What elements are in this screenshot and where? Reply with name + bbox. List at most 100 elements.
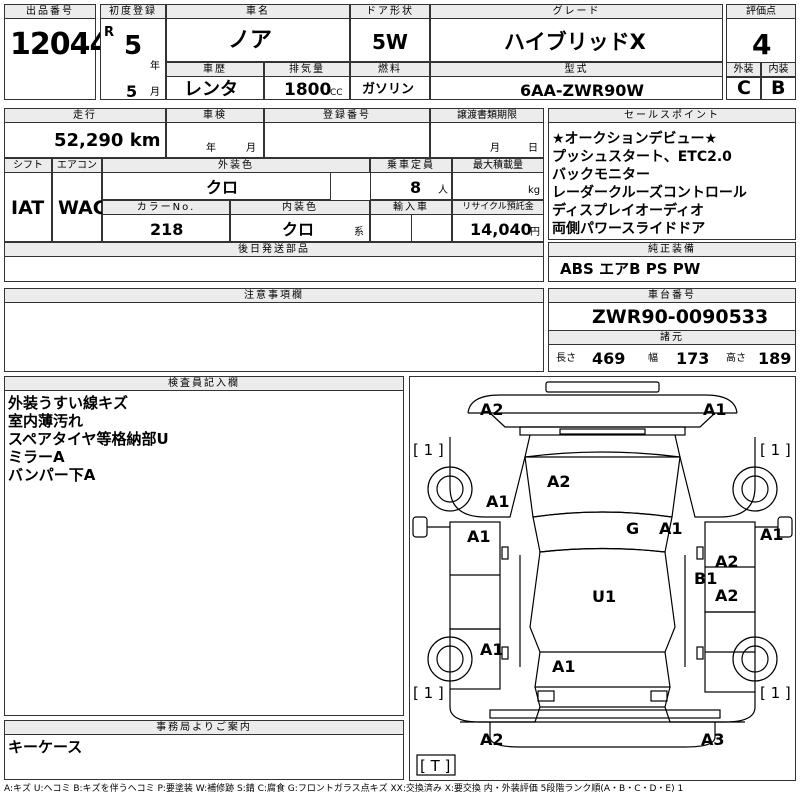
inspector-line-3: スペアタイヤ等格納部U: [8, 430, 169, 448]
aircon-value: WAC: [58, 197, 107, 219]
load-unit: kg: [528, 185, 541, 196]
damage-bracket-tr: [ 1 ]: [760, 441, 791, 459]
first-reg-month-unit: 月: [150, 87, 160, 98]
score-value: 4: [752, 28, 772, 61]
shift-label: シフト: [4, 158, 52, 173]
car-name-label: 車名: [166, 4, 350, 19]
transfer-month-unit: 月: [490, 143, 500, 154]
damage-left-front-door: A1: [467, 527, 491, 546]
transfer-label: 譲渡書類期限: [430, 108, 544, 123]
sales-point-2: プッシュスタート、ETC2.0: [552, 149, 732, 165]
lot-label: 出品番号: [4, 4, 96, 19]
shift-value: IAT: [11, 197, 45, 219]
transfer-day-unit: 日: [528, 143, 538, 154]
damage-rear-left: A2: [480, 730, 504, 749]
score-interior: B: [771, 77, 786, 99]
load-label: 最大積載量: [452, 158, 544, 173]
displacement-label: 排気量: [264, 62, 350, 77]
dimensions-height-label: 高さ: [726, 353, 746, 364]
rear-bumper-shape: [489, 709, 721, 719]
fuel-value: ガソリン: [362, 82, 415, 97]
score-label: 評価点: [726, 4, 796, 19]
sales-points-box: [548, 108, 796, 240]
score-interior-cell: [761, 77, 796, 100]
first-reg-month: 5: [126, 82, 138, 101]
lot-box: [4, 4, 96, 100]
recycle-value: 14,040: [470, 220, 532, 239]
first-reg-label: 初度登録: [100, 4, 166, 19]
mileage-value: 52,290 km: [54, 130, 161, 151]
inspector-line-2: 室内薄汚れ: [8, 412, 84, 430]
damage-rear-glass: A1: [552, 657, 576, 676]
mileage-label: 走行: [4, 108, 166, 123]
damage-diagram: A2 A1 [ 1 ] [ 1 ] A2 A1 G A1 A1 A1 A2 B1…: [409, 376, 796, 781]
ext-color-value: クロ: [206, 178, 239, 197]
dimensions-label: 諸元: [548, 330, 796, 345]
rear-glass-shape: [534, 651, 671, 688]
dimensions-height: 189: [758, 349, 792, 368]
aircon-label: エアコン: [52, 158, 102, 173]
damage-left-fender: A1: [486, 492, 510, 511]
registration-label: 登録番号: [264, 108, 430, 123]
first-reg-year: 5: [124, 31, 143, 61]
dimensions-length-label: 長さ: [556, 353, 576, 364]
inspection-year-unit: 年: [206, 143, 216, 154]
recycle-label: リサイクル預託金: [452, 200, 544, 215]
trunk-box-shape: [416, 754, 456, 776]
damage-front-left: A2: [480, 400, 504, 419]
inspection-month-unit: 月: [246, 143, 256, 154]
door-label: ドア形状: [350, 4, 430, 19]
inspector-line-1: 外装うすい線キズ: [8, 394, 129, 412]
damage-hood: A2: [547, 472, 571, 491]
left-rear-shape: [449, 628, 501, 690]
inspector-line-5: バンパー下A: [8, 466, 96, 484]
capacity-value: 8: [410, 178, 422, 197]
model-value: 6AA-ZWR90W: [520, 81, 645, 100]
color-no-value: 218: [150, 220, 184, 239]
displacement-unit: CC: [330, 88, 343, 98]
inspector-label: 検査員記入欄: [4, 376, 404, 391]
fuel-label: 燃料: [350, 62, 430, 77]
damage-bracket-tl: [ 1 ]: [413, 441, 444, 459]
score-exterior-cell: [726, 77, 761, 100]
first-reg-era: R: [104, 25, 115, 40]
capacity-unit: 人: [438, 185, 448, 196]
roof-shape: [529, 547, 676, 653]
recycle-unit: 円: [530, 227, 540, 238]
first-reg-box: [100, 4, 166, 100]
legend-text: A:キズ U:ヘコミ B:キズを伴うヘコミ P:要塗装 W:補修跡 S:錆 C:…: [4, 784, 684, 794]
dimensions-length: 469: [592, 349, 626, 368]
wheel-shapes: [427, 466, 778, 682]
grade-label: グレード: [430, 4, 723, 19]
damage-right-mirror-edge: A1: [760, 525, 784, 544]
sales-point-4: レーダークルーズコントロール: [552, 185, 747, 201]
damage-trunk: [ T ]: [420, 757, 450, 775]
inspector-box: [4, 376, 404, 716]
ext-color-divider: [330, 173, 370, 200]
sales-point-1: ★オークションデビュー★: [552, 131, 718, 147]
sales-point-3: バックモニター: [552, 167, 650, 183]
damage-windshield: G: [626, 519, 639, 538]
first-reg-year-unit: 年: [150, 61, 160, 72]
lot-number: 12044: [10, 27, 110, 62]
import-divider: [411, 215, 412, 242]
damage-rear-right: A3: [701, 730, 725, 749]
color-no-label: カラーNo.: [102, 200, 230, 215]
standard-equipment-value: ABS エアB PS PW: [560, 260, 701, 278]
import-label: 輸入車: [370, 200, 452, 215]
damage-bracket-bl: [ 1 ]: [413, 684, 444, 702]
score-exterior: C: [737, 77, 751, 99]
chassis-value: ZWR90-0090533: [592, 306, 769, 328]
ext-color-label: 外装色: [102, 158, 370, 173]
front-edge-shape: [467, 394, 738, 414]
sales-point-6: 両側パワースライドドア: [552, 221, 706, 237]
standard-equipment-label: 純正装備: [548, 242, 796, 257]
office-value: キーケース: [8, 738, 83, 756]
int-color-suffix: 系: [354, 227, 364, 238]
grade-value: ハイブリッドX: [504, 30, 646, 54]
car-name-value: ノア: [228, 28, 273, 53]
notes-label: 注意事項欄: [4, 288, 544, 303]
history-value: レンタ: [184, 79, 238, 100]
displacement-value: 1800: [284, 80, 332, 100]
int-color-value: クロ: [282, 220, 315, 239]
